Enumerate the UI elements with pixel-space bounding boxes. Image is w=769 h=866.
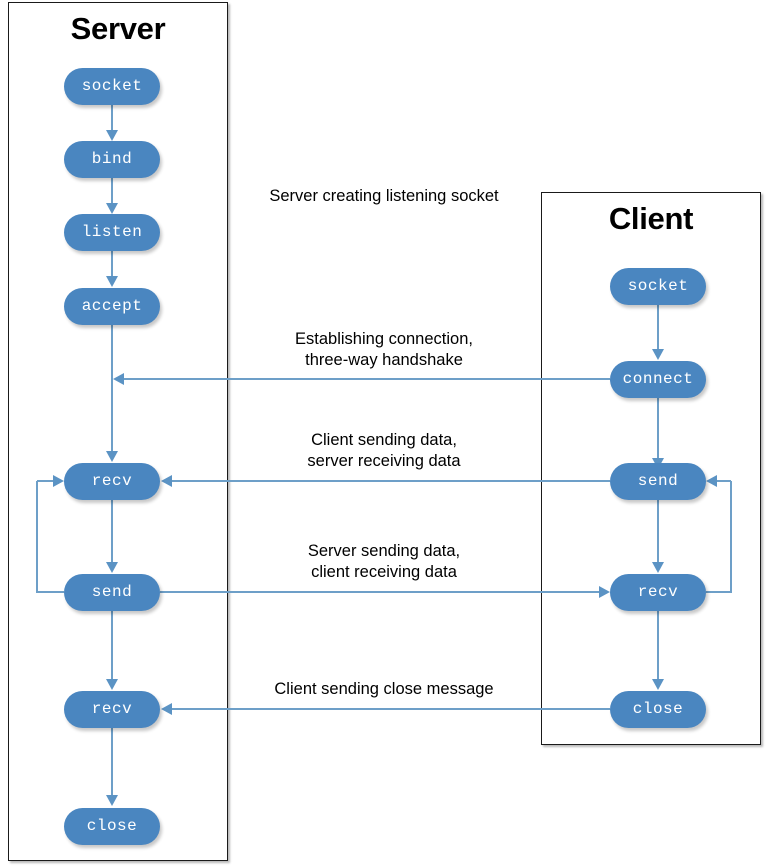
edge-client-loop-top	[717, 480, 731, 482]
node-label: recv	[91, 472, 133, 490]
arrowhead-server-loop-recv	[53, 475, 64, 487]
node-label: bind	[91, 150, 133, 168]
edge-server-socket-bind	[111, 105, 113, 130]
node-label: recv	[637, 583, 679, 601]
node-server-listen[interactable]: listen	[64, 213, 160, 251]
edge-server-accept-recv1	[111, 325, 113, 451]
edge-server-send-recv2	[111, 611, 113, 679]
edge-server-loop-top	[37, 480, 53, 482]
node-label: listen	[81, 223, 143, 241]
arrowhead-server-recv1	[106, 451, 118, 462]
node-label: accept	[81, 297, 143, 315]
node-server-close[interactable]: close	[64, 807, 160, 845]
edge-client-loop-side	[730, 481, 732, 593]
arrowhead-client-connect	[652, 349, 664, 360]
edge-server-loop-bottom	[37, 591, 64, 593]
client-lane: Client	[541, 192, 761, 745]
node-label: send	[91, 583, 133, 601]
arrowhead-client-recv	[652, 562, 664, 573]
node-label: send	[637, 472, 679, 490]
node-label: socket	[627, 277, 689, 295]
arrowhead-server-recv-data	[161, 475, 172, 487]
server-lane-title: Server	[70, 11, 166, 46]
node-label: socket	[81, 77, 143, 95]
node-server-send[interactable]: send	[64, 573, 160, 611]
node-client-close[interactable]: close	[610, 690, 706, 728]
arrowhead-client-recv-data	[599, 586, 610, 598]
node-label: close	[632, 700, 684, 718]
node-server-recv-2[interactable]: recv	[64, 690, 160, 728]
node-server-recv-1[interactable]: recv	[64, 462, 160, 500]
node-label: connect	[622, 370, 694, 388]
node-client-recv[interactable]: recv	[610, 573, 706, 611]
arrowhead-server-send	[106, 562, 118, 573]
node-server-socket[interactable]: socket	[64, 67, 160, 105]
caption-server-sending-data: Server sending data, client receiving da…	[307, 542, 461, 581]
server-lane: Server	[8, 2, 228, 861]
edge-client-send-to-server-recv	[172, 480, 610, 482]
edge-server-recv1-send	[111, 500, 113, 562]
edge-server-bind-listen	[111, 178, 113, 203]
edge-server-recv2-close	[111, 728, 113, 795]
arrowhead-server-close	[106, 795, 118, 806]
edge-client-socket-connect	[657, 305, 659, 349]
arrowhead-handshake-server	[113, 373, 124, 385]
arrowhead-server-recv2	[106, 679, 118, 690]
edge-handshake	[124, 378, 610, 380]
edge-server-listen-accept	[111, 251, 113, 276]
client-lane-title: Client	[608, 201, 694, 236]
node-client-socket[interactable]: socket	[610, 267, 706, 305]
edge-client-loop-bottom	[706, 591, 731, 593]
node-client-connect[interactable]: connect	[610, 360, 706, 398]
arrowhead-server-recv-close	[161, 703, 172, 715]
edge-client-send-recv	[657, 500, 659, 562]
node-client-send[interactable]: send	[610, 462, 706, 500]
edge-server-send-to-client-recv	[160, 591, 599, 593]
edge-client-connect-send	[657, 398, 659, 458]
arrowhead-server-accept	[106, 276, 118, 287]
arrowhead-client-close	[652, 679, 664, 690]
caption-client-sending-data: Client sending data, server receiving da…	[307, 431, 461, 470]
caption-close-message: Client sending close message	[274, 680, 494, 698]
arrowhead-server-bind	[106, 130, 118, 141]
arrowhead-server-listen	[106, 203, 118, 214]
edge-server-loop-side	[36, 481, 38, 593]
node-server-bind[interactable]: bind	[64, 140, 160, 178]
caption-handshake: Establishing connection, three-way hands…	[295, 330, 473, 369]
edge-client-recv-close	[657, 611, 659, 679]
node-server-accept[interactable]: accept	[64, 287, 160, 325]
arrowhead-client-loop-send	[706, 475, 717, 487]
node-label: close	[86, 817, 138, 835]
node-label: recv	[91, 700, 133, 718]
edge-client-close-to-server-recv	[172, 708, 610, 710]
caption-listening-socket: Server creating listening socket	[269, 187, 499, 205]
